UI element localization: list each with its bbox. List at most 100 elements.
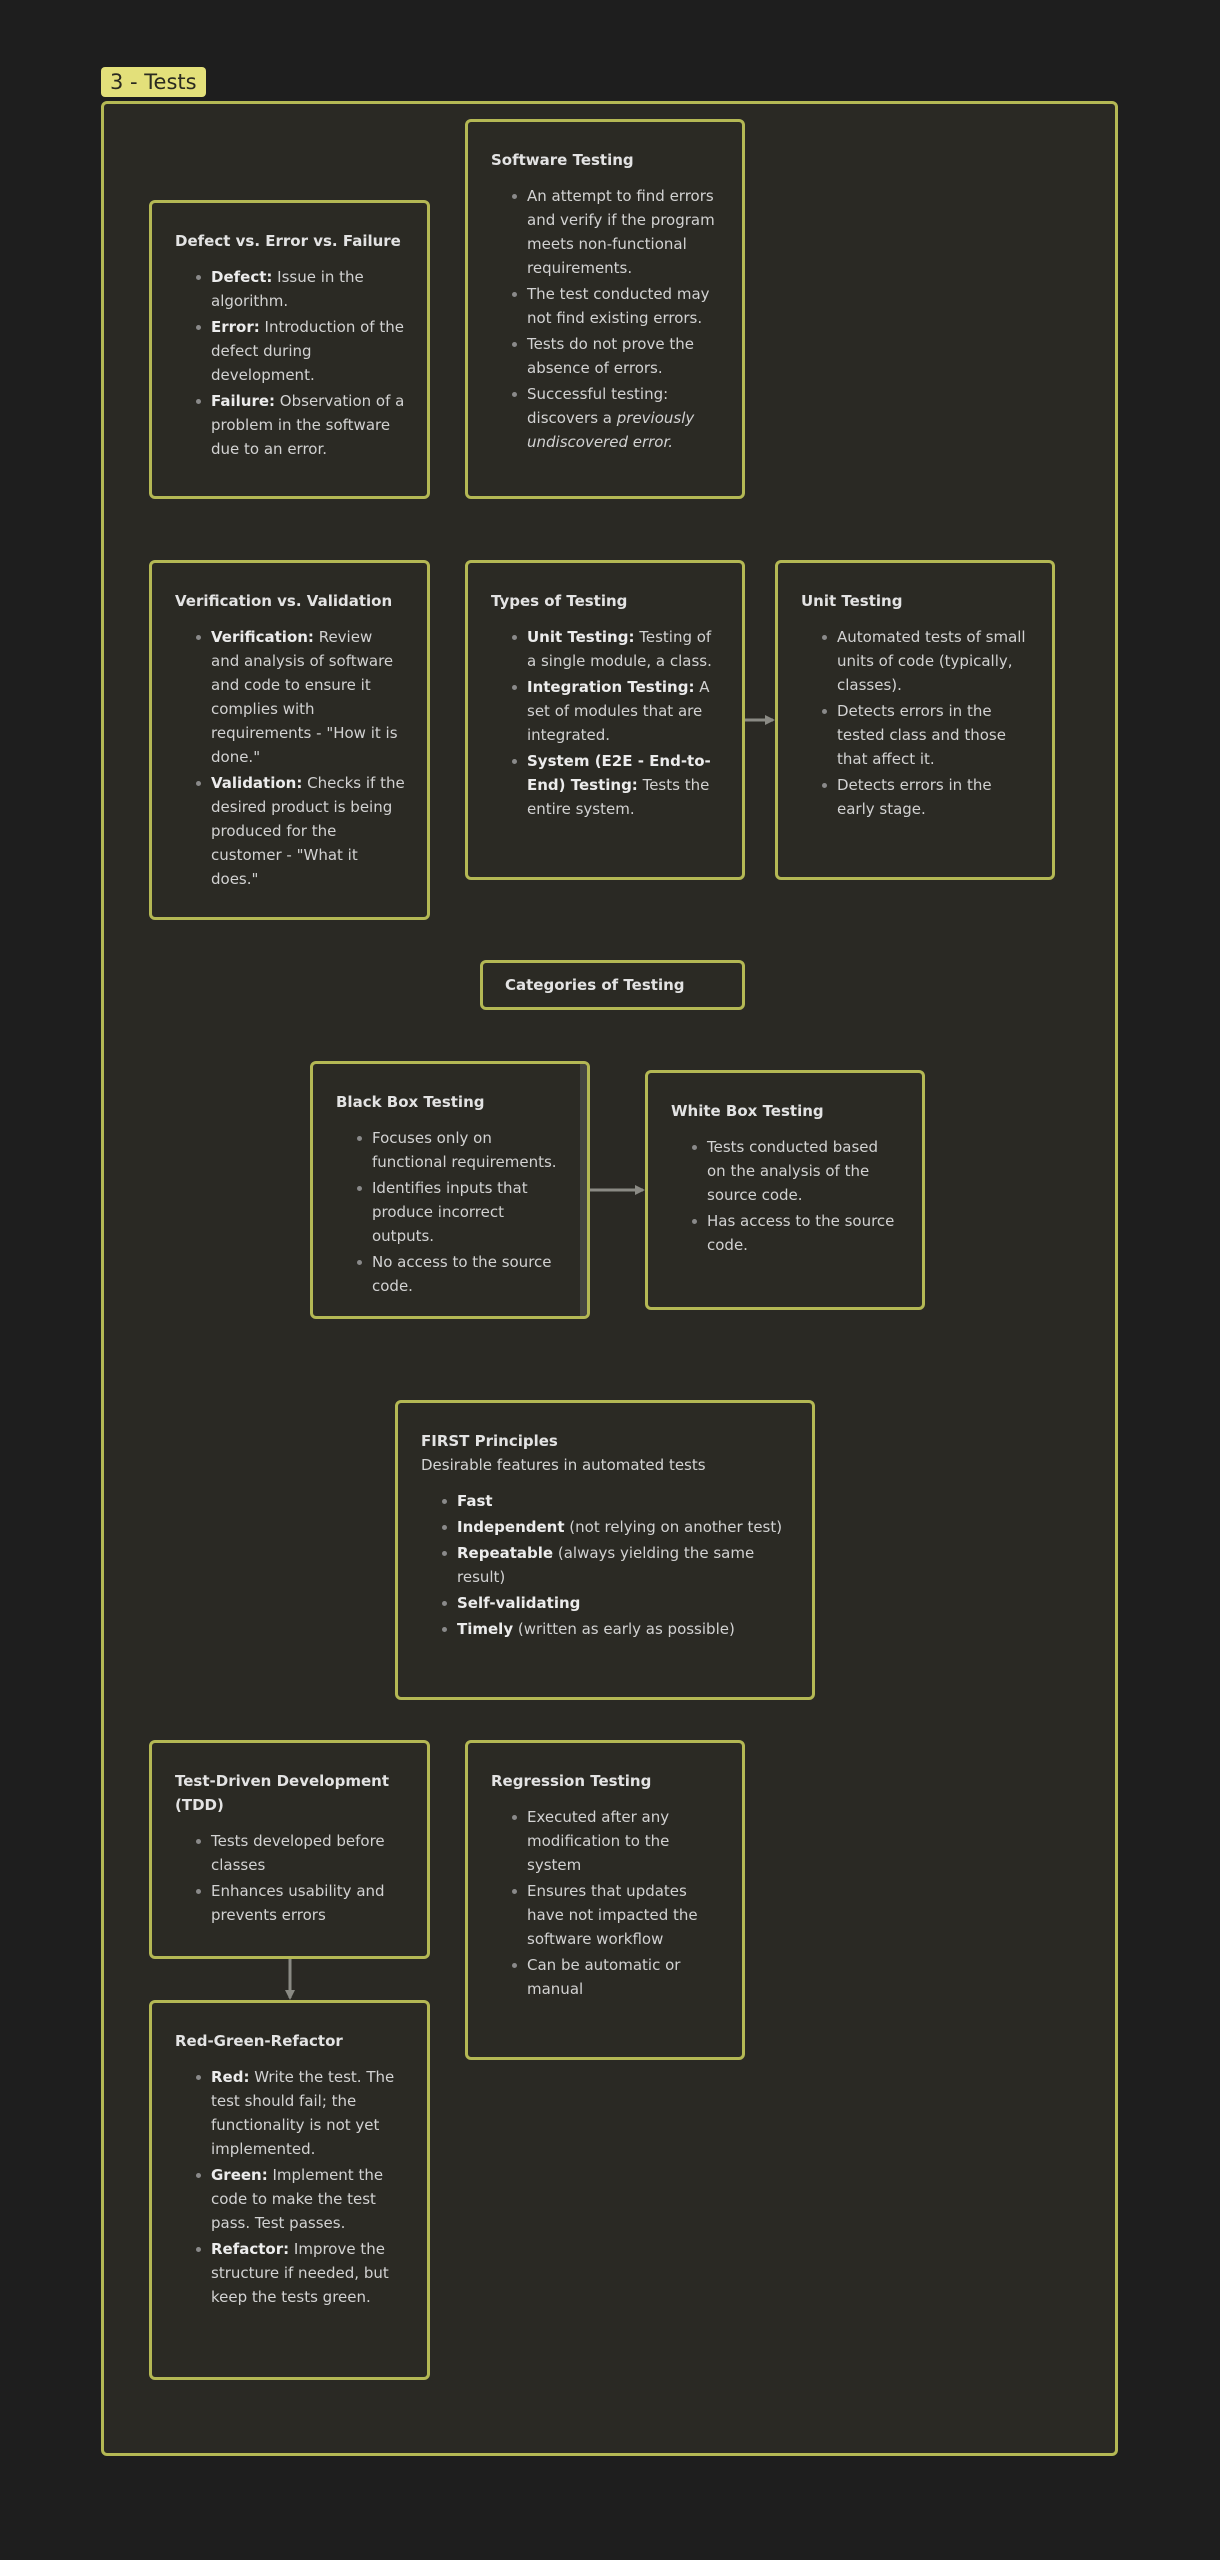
list-item-text: Checks if the desired product is being p… <box>211 774 405 888</box>
card-list: Unit Testing: Testing of a single module… <box>491 625 720 821</box>
card-list: Verification: Review and analysis of sof… <box>175 625 405 891</box>
list-item: Tests developed before classes <box>196 1829 405 1877</box>
list-item: Timely (written as early as possible) <box>442 1617 790 1641</box>
card-list: Focuses only on functional requirements.… <box>336 1126 565 1298</box>
card-title: Black Box Testing <box>336 1093 485 1111</box>
list-item: Fast <box>442 1489 790 1513</box>
list-item-term: Refactor: <box>211 2240 290 2258</box>
list-item: Verification: Review and analysis of sof… <box>196 625 405 769</box>
card-categories-of-testing[interactable]: Categories of Testing <box>480 960 745 1010</box>
list-item: Failure: Observation of a problem in the… <box>196 389 405 461</box>
list-item-text: (always yielding the same result) <box>457 1544 755 1586</box>
list-item-term: Independent <box>457 1518 565 1536</box>
list-item-term: Timely <box>457 1620 514 1638</box>
card-software-testing[interactable]: Software Testing An attempt to find erro… <box>465 119 745 499</box>
list-item-text: Improve the structure if needed, but kee… <box>211 2240 389 2306</box>
card-tdd[interactable]: Test-Driven Development (TDD) Tests deve… <box>149 1740 430 1959</box>
list-item-text: Detects errors in the tested class and t… <box>837 702 1006 768</box>
list-item: Independent (not relying on another test… <box>442 1515 790 1539</box>
list-item: Detects errors in the early stage. <box>822 773 1030 821</box>
list-item-text: Tests do not prove the absence of errors… <box>527 335 694 377</box>
card-scrollbar[interactable] <box>580 1064 587 1316</box>
card-black-box-testing[interactable]: Black Box Testing Focuses only on functi… <box>310 1061 590 1319</box>
card-list: Red: Write the test. The test should fai… <box>175 2065 405 2309</box>
list-item-suffix: . <box>668 433 674 451</box>
card-list: Executed after any modification to the s… <box>491 1805 720 2001</box>
card-title: FIRST Principles <box>421 1432 558 1450</box>
list-item-text: Successful testing: discovers a <box>527 385 669 427</box>
list-item-text: Introduction of the defect during develo… <box>211 318 404 384</box>
list-item-text: No access to the source code. <box>372 1253 552 1295</box>
list-item-text: Observation of a problem in the software… <box>211 392 405 458</box>
list-item: Tests do not prove the absence of errors… <box>512 332 720 380</box>
card-first-principles[interactable]: FIRST Principles Desirable features in a… <box>395 1400 815 1700</box>
list-item-term: System (E2E - End-to-End) Testing: <box>527 752 711 794</box>
card-title: Categories of Testing <box>505 976 685 994</box>
card-types-of-testing[interactable]: Types of Testing Unit Testing: Testing o… <box>465 560 745 880</box>
list-item: An attempt to find errors and verify if … <box>512 184 720 280</box>
list-item-text: Can be automatic or manual <box>527 1956 681 1998</box>
list-item-text: (written as early as possible) <box>513 1620 735 1638</box>
list-item-text: Focuses only on functional requirements. <box>372 1129 557 1171</box>
card-list: Automated tests of small units of code (… <box>801 625 1030 821</box>
card-subtitle: Desirable features in automated tests <box>421 1456 706 1474</box>
list-item: The test conducted may not find existing… <box>512 282 720 330</box>
list-item-term: Defect: <box>211 268 273 286</box>
card-defect-error-failure[interactable]: Defect vs. Error vs. Failure Defect: Iss… <box>149 200 430 499</box>
list-item: Green: Implement the code to make the te… <box>196 2163 405 2235</box>
list-item: Defect: Issue in the algorithm. <box>196 265 405 313</box>
list-item: Has access to the source code. <box>692 1209 900 1257</box>
list-item: Identifies inputs that produce incorrect… <box>357 1176 565 1248</box>
card-red-green-refactor[interactable]: Red-Green-Refactor Red: Write the test. … <box>149 2000 430 2380</box>
list-item: Enhances usability and prevents errors <box>196 1879 405 1927</box>
list-item-text: The test conducted may not find existing… <box>527 285 710 327</box>
list-item: No access to the source code. <box>357 1250 565 1298</box>
list-item: Executed after any modification to the s… <box>512 1805 720 1877</box>
list-item-text: Identifies inputs that produce incorrect… <box>372 1179 528 1245</box>
list-item-term: Verification: <box>211 628 314 646</box>
list-item-term: Green: <box>211 2166 268 2184</box>
card-title: White Box Testing <box>671 1102 824 1120</box>
list-item: Integration Testing: A set of modules th… <box>512 675 720 747</box>
card-list: Tests conducted based on the analysis of… <box>671 1135 900 1257</box>
list-item: Automated tests of small units of code (… <box>822 625 1030 697</box>
list-item: Error: Introduction of the defect during… <box>196 315 405 387</box>
list-item-text: (not relying on another test) <box>564 1518 783 1536</box>
list-item-term: Self-validating <box>457 1594 581 1612</box>
list-item-term: Error: <box>211 318 260 336</box>
list-item: Repeatable (always yielding the same res… <box>442 1541 790 1589</box>
list-item-text: Detects errors in the early stage. <box>837 776 992 818</box>
list-item: Red: Write the test. The test should fai… <box>196 2065 405 2161</box>
list-item: Validation: Checks if the desired produc… <box>196 771 405 891</box>
card-title: Test-Driven Development (TDD) <box>175 1772 389 1814</box>
list-item-text: A set of modules that are integrated. <box>527 678 710 744</box>
list-item: Tests conducted based on the analysis of… <box>692 1135 900 1207</box>
card-title: Defect vs. Error vs. Failure <box>175 232 401 250</box>
list-item: Unit Testing: Testing of a single module… <box>512 625 720 673</box>
list-item-term: Integration Testing: <box>527 678 695 696</box>
card-title: Red-Green-Refactor <box>175 2032 343 2050</box>
list-item-text: Tests the entire system. <box>527 776 710 818</box>
list-item-text: Automated tests of small units of code (… <box>837 628 1026 694</box>
list-item-term: Unit Testing: <box>527 628 635 646</box>
card-title: Unit Testing <box>801 592 903 610</box>
list-item-text: Review and analysis of software and code… <box>211 628 398 766</box>
card-unit-testing[interactable]: Unit Testing Automated tests of small un… <box>775 560 1055 880</box>
list-item: Focuses only on functional requirements. <box>357 1126 565 1174</box>
card-verification-validation[interactable]: Verification vs. Validation Verification… <box>149 560 430 920</box>
list-item-text: Tests developed before classes <box>211 1832 385 1874</box>
card-white-box-testing[interactable]: White Box Testing Tests conducted based … <box>645 1070 925 1310</box>
list-item-text: Write the test. The test should fail; th… <box>211 2068 395 2158</box>
card-regression-testing[interactable]: Regression Testing Executed after any mo… <box>465 1740 745 2060</box>
list-item-term: Repeatable <box>457 1544 554 1562</box>
list-item-text: Tests conducted based on the analysis of… <box>707 1138 879 1204</box>
list-item: Refactor: Improve the structure if neede… <box>196 2237 405 2309</box>
card-title: Regression Testing <box>491 1772 652 1790</box>
list-item-emphasis: previously undiscovered error <box>527 409 695 451</box>
card-list: An attempt to find errors and verify if … <box>491 184 720 454</box>
list-item: Successful testing: discovers a previous… <box>512 382 720 454</box>
list-item: Ensures that updates have not impacted t… <box>512 1879 720 1951</box>
group-label[interactable]: 3 - Tests <box>101 67 206 97</box>
